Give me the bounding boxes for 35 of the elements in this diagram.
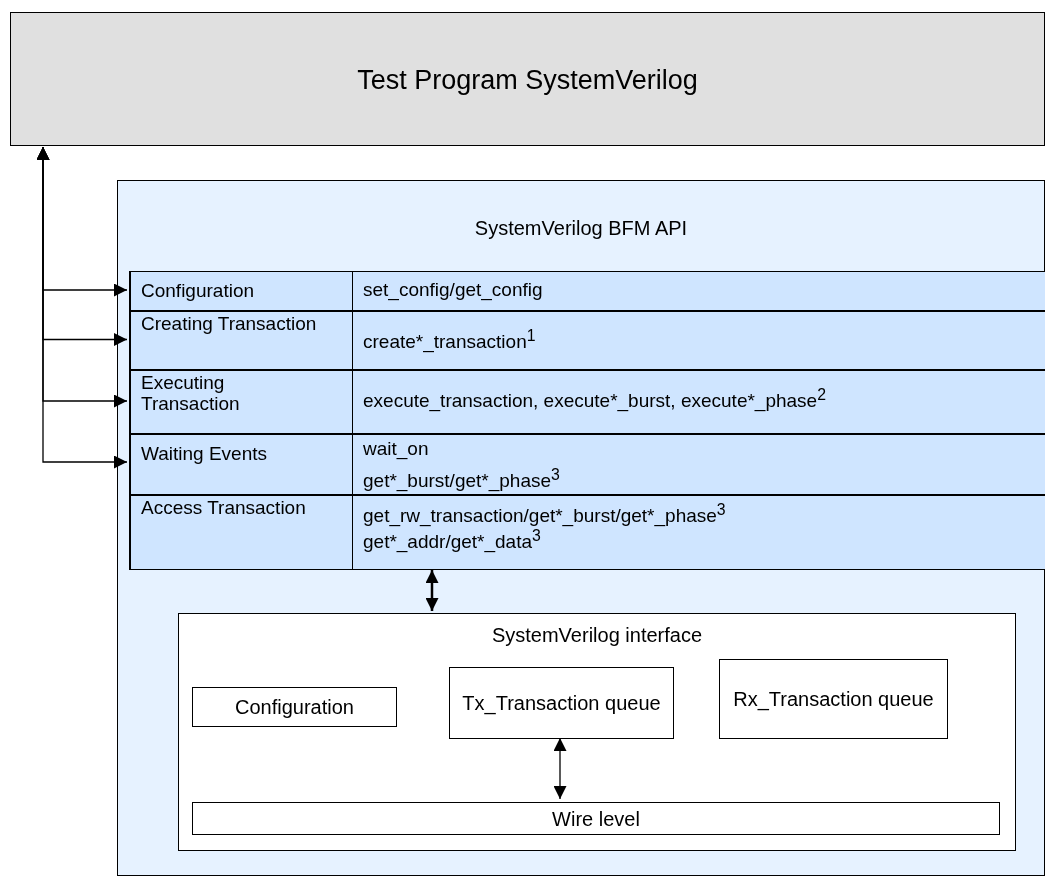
block-box <box>192 687 397 727</box>
table-row <box>130 311 1045 370</box>
function-list-text: execute_transaction, execute*_burst, execute*_phase$^{2}$ <box>363 385 826 413</box>
function-list-text: set_config/get_config <box>363 278 543 301</box>
block-label: Tx_Transaction queue <box>461 691 662 715</box>
panel-title: SystemVerilog interface <box>490 624 704 647</box>
function-list-text: get*_addr/get*_data$^{3}$ <box>363 527 541 554</box>
table-row <box>130 495 1045 570</box>
block-box <box>192 802 1000 835</box>
arrow <box>36 146 128 469</box>
panel-title: SystemVerilog BFM API <box>473 217 689 240</box>
row-heading: Configuration <box>141 280 256 301</box>
block-label: Configuration <box>234 695 355 719</box>
row-heading: Access Transaction <box>141 497 307 518</box>
program-box <box>10 12 1045 146</box>
interface-box <box>178 613 1016 851</box>
api-panel <box>117 180 1045 876</box>
arrow <box>553 737 567 800</box>
block-label: Wire level <box>551 807 641 830</box>
block-box <box>719 659 948 739</box>
block-label: Test Program SystemVerilog <box>356 65 699 95</box>
row-heading: Creating Transaction <box>141 313 318 334</box>
row-heading: Executing Transaction <box>141 372 241 414</box>
table-row <box>130 370 1045 434</box>
row-heading: Waiting Events <box>141 443 268 464</box>
api-table <box>129 271 1045 570</box>
function-list-text: get_rw_transaction/get*_burst/get*_phase$^{3}$ <box>363 500 726 528</box>
table-row <box>130 434 1045 495</box>
arrow <box>425 570 439 611</box>
function-list-text: wait_on <box>363 437 429 460</box>
block-box <box>449 667 674 739</box>
function-list-text: create*_transaction$^{1}$ <box>363 326 536 354</box>
block-label: Rx_Transaction queue <box>732 687 935 711</box>
table-row <box>130 271 1045 311</box>
function-list-text: get*_burst/get*_phase$^{3}$ <box>363 465 560 493</box>
